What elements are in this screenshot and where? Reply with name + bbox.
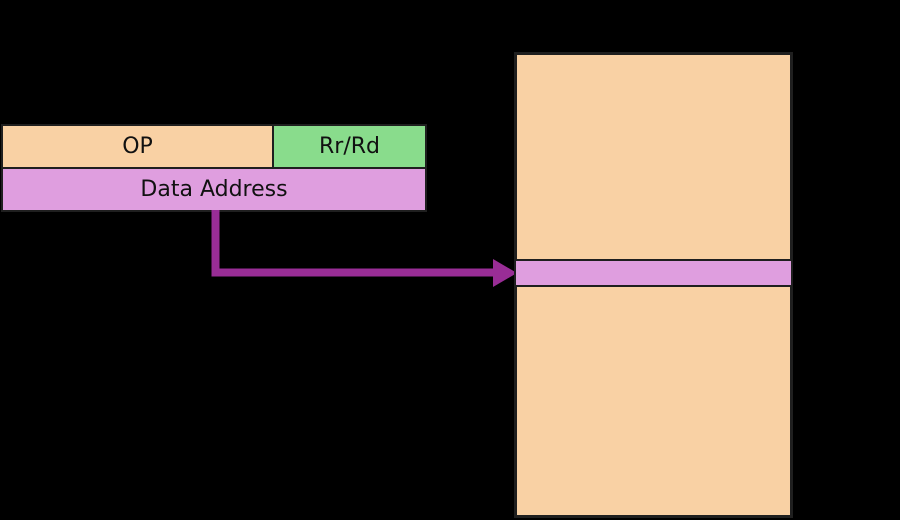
data-address-field: Data Address bbox=[3, 169, 425, 210]
data-memory-block bbox=[514, 52, 793, 518]
opcode-field: OP bbox=[3, 126, 272, 167]
addressed-memory-cell-row bbox=[514, 259, 793, 287]
register-field: Rr/Rd bbox=[274, 126, 425, 167]
arrow-line bbox=[211, 210, 496, 277]
register-label: Rr/Rd bbox=[319, 134, 380, 159]
data-address-label: Data Address bbox=[140, 177, 288, 202]
opcode-label: OP bbox=[122, 134, 153, 159]
instruction-format-box: OP Rr/Rd Data Address bbox=[1, 124, 427, 212]
